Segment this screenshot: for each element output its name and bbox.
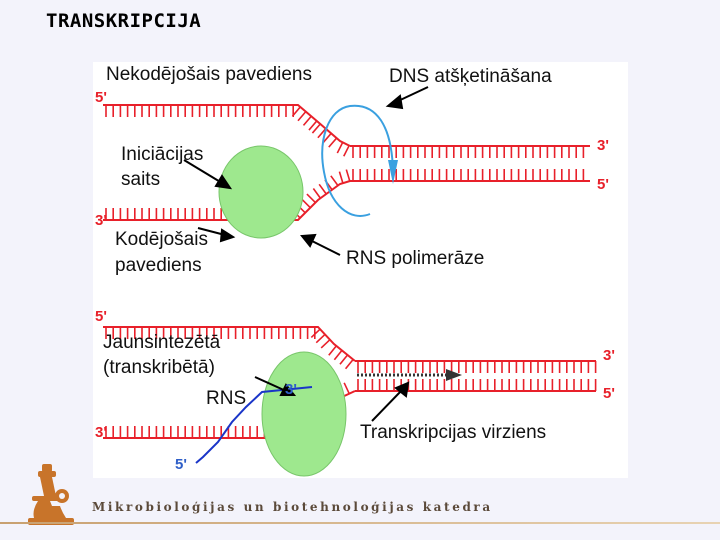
label-initiation-line2: saits	[121, 169, 160, 190]
pointer-arrows	[183, 86, 429, 422]
base-tick	[320, 339, 331, 349]
rna-polymerase-top	[218, 145, 304, 239]
base-tick	[344, 358, 354, 370]
label-coding-line2: pavediens	[115, 255, 202, 276]
top-noncoding-right	[350, 145, 590, 158]
label-dna-unwinding: DNS atšķetināšana	[389, 66, 552, 87]
label-new-rna-line1: Jaunsintezētā	[103, 332, 221, 353]
rna-end-3prime: 3'	[285, 381, 297, 398]
rna-strand	[195, 386, 313, 464]
base-tick	[317, 128, 327, 139]
base-tick	[322, 132, 332, 143]
base-tick	[311, 123, 321, 134]
diagram-panel	[93, 62, 628, 478]
label-rna-polymerase: RNS polimerāze	[346, 248, 484, 269]
arrow-coding-head	[219, 228, 236, 243]
base-tick	[336, 141, 344, 154]
arrow-rna-head	[279, 383, 297, 396]
end-top-lower-right: 5'	[597, 176, 609, 193]
end-top-upper-right: 3'	[597, 137, 609, 154]
footer-rule	[0, 522, 720, 524]
microscope-logo-icon	[28, 464, 74, 525]
base-tick	[343, 145, 350, 157]
bottom-noncoding-left	[103, 326, 356, 370]
arrow-initiation	[183, 159, 223, 184]
base-tick	[343, 382, 350, 395]
base-tick	[330, 175, 339, 187]
unwinding-arrow-head	[388, 160, 398, 184]
end-bottom-upper-right: 3'	[603, 347, 615, 364]
base-tick	[345, 169, 351, 182]
arrow-direction	[371, 389, 403, 422]
label-initiation-line1: Iniciācijas	[121, 144, 203, 165]
dna-strands-over	[350, 145, 597, 392]
rna-polymerase-bottom	[261, 351, 347, 477]
arrow-polymerase	[309, 239, 341, 256]
base-tick	[306, 193, 316, 204]
top-coding-right	[350, 169, 590, 182]
base-tick	[312, 188, 322, 199]
end-bottom-upper-left: 5'	[95, 308, 107, 325]
label-transcription-direction: Transkripcijas virziens	[360, 422, 546, 443]
base-tick	[338, 171, 344, 184]
unwinding-arrow-loop	[321, 104, 394, 217]
bottom-coding-right	[355, 379, 597, 392]
base-tick	[308, 120, 318, 131]
base-tick	[302, 115, 312, 126]
arrow-unwinding-head	[385, 94, 404, 110]
end-bottom-lower-left: 3'	[95, 424, 107, 441]
arrow-initiation-head	[214, 174, 233, 190]
top-noncoding-left	[103, 104, 351, 157]
base-tick	[297, 111, 307, 122]
arrow-coding	[197, 227, 226, 236]
label-coding-line1: Kodējošais	[115, 229, 208, 250]
end-bottom-lower-right: 5'	[603, 385, 615, 402]
label-new-rna-line3: RNS	[206, 388, 246, 409]
end-top-lower-left: 3'	[95, 212, 107, 229]
base-tick	[328, 345, 337, 356]
base-tick	[301, 198, 311, 209]
direction-bar-head	[446, 369, 462, 381]
rna-end-5prime: 5'	[175, 456, 187, 473]
department-footer: Mikrobioloģijas un biotehnoloģijas kated…	[92, 500, 493, 514]
base-tick	[328, 137, 338, 148]
label-noncoding-strand: Nekodējošais pavediens	[106, 64, 312, 85]
base-tick	[315, 333, 326, 344]
base-tick	[318, 183, 327, 195]
base-tick	[339, 354, 349, 365]
arrow-direction-head	[394, 381, 410, 398]
base-tick	[310, 328, 321, 338]
arrow-rna	[254, 376, 287, 392]
bottom-noncoding-right	[355, 360, 597, 373]
arrow-polymerase-head	[300, 233, 317, 248]
slide-title: TRANSKRIPCIJA	[46, 10, 202, 32]
end-top-upper-left: 5'	[95, 89, 107, 106]
label-new-rna-line2: (transkribētā)	[103, 357, 215, 378]
base-tick	[291, 106, 301, 117]
base-tick	[333, 349, 343, 361]
